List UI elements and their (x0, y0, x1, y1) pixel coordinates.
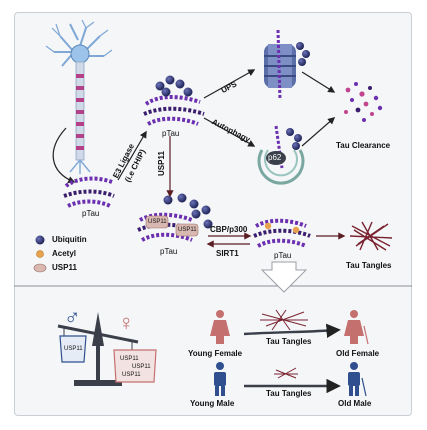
proteasome-icon (264, 29, 296, 101)
ptau-filament-ubiquitinated (143, 95, 205, 126)
old-male-icon (348, 362, 367, 397)
ubiquitin-cluster-center (155, 75, 193, 97)
p62-label: p62 (268, 153, 282, 162)
tau-tangles-male-label: Tau Tangles (266, 389, 312, 398)
young-female-label: Young Female (188, 349, 243, 358)
autophagy-to-clearance-arrow (301, 117, 336, 147)
cbp-p300-label: CBP/p300 (210, 225, 248, 234)
neuron-to-ptau-arrow (52, 127, 76, 184)
male-tangle-icon (274, 367, 298, 379)
ptau-filament-usp11 (137, 212, 199, 242)
ups-to-clearance-arrow (301, 71, 336, 93)
male-symbol: ♂ (64, 304, 81, 329)
usp11-scale-left: USP11 (64, 346, 83, 352)
usp11-blob-label-a: USP11 (148, 219, 167, 225)
ubiquitin-icon (35, 235, 45, 245)
usp11-blob-label-b: USP11 (178, 227, 197, 233)
female-aging-arrow (243, 323, 341, 339)
usp11-arrow-label: USP11 (157, 151, 166, 176)
legend-ubiquitin-label: Ubiquitin (52, 235, 87, 244)
tau-clearance-label: Tau Clearance (336, 141, 391, 150)
tau-tangles-female-label: Tau Tangles (266, 337, 312, 346)
tau-fragments-icon (344, 82, 383, 122)
legend-acetyl-label: Acetyl (52, 249, 77, 258)
ups-arrow (203, 69, 256, 99)
usp11-icon (33, 263, 47, 273)
balance-scale-icon (57, 312, 157, 386)
tau-tangle-icon (349, 221, 393, 251)
ptau-usp11-label: pTau (160, 247, 178, 256)
sirt1-label: SIRT1 (216, 249, 239, 258)
old-female-label: Old Female (336, 349, 380, 358)
autophagy-arrow (203, 117, 256, 147)
autophagosome-icon (257, 125, 305, 185)
usp11-scale-right-a: USP11 (120, 356, 139, 362)
ubiquitin-cluster-autophagy (286, 128, 302, 150)
ubiquitin-free (163, 193, 213, 229)
ptau-filament-left (63, 176, 115, 208)
usp11-scale-right-b: USP11 (132, 364, 151, 370)
young-male-icon (214, 362, 226, 396)
acetyl-icon (36, 250, 44, 258)
female-tangle-icon (260, 309, 308, 331)
neuron-icon (45, 19, 113, 174)
young-male-label: Young Male (190, 399, 235, 408)
tau-tangles-label: Tau Tangles (346, 261, 392, 270)
female-symbol: ♀ (118, 310, 135, 335)
ptau-acetyl-label: pTau (274, 251, 292, 260)
usp11-scale-right-c: USP11 (122, 372, 141, 378)
old-female-icon (344, 310, 369, 345)
ptau-left-label: pTau (82, 209, 100, 218)
young-female-icon (210, 310, 230, 344)
e3-ligase-arrow (117, 130, 147, 181)
ptau-filament-acetylated (253, 218, 311, 248)
ptau-center-label: pTau (162, 129, 180, 138)
ubiquitin-cluster-ups (296, 42, 310, 66)
down-arrow-icon (260, 261, 308, 293)
legend-usp11-label: USP11 (52, 263, 77, 272)
old-male-label: Old Male (338, 399, 372, 408)
